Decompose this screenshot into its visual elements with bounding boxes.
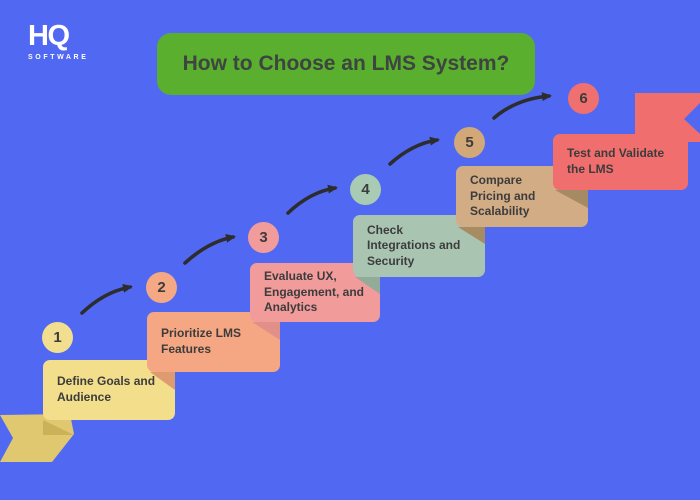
arrow-1-2-icon: [80, 283, 133, 315]
step-number-circle-2: 2: [146, 272, 177, 303]
step-label-4: Check Integrations and Security: [367, 222, 461, 268]
step-label-6: Test and Validate the LMS: [567, 146, 665, 176]
step-number-circle-5: 5: [454, 127, 485, 158]
step-number-4: 4: [361, 181, 370, 198]
step-number-3: 3: [259, 229, 268, 246]
arrow-3-4-icon: [286, 184, 338, 215]
step-card-3: Evaluate UX, Engagement, and Analytics: [250, 263, 380, 322]
step-card-6: Test and Validate the LMS: [553, 134, 688, 190]
step-number-circle-4: 4: [350, 174, 381, 205]
step-number-6: 6: [579, 90, 588, 107]
arrow-4-5-icon: [388, 136, 440, 166]
title-banner: How to Choose an LMS System?: [157, 33, 535, 95]
logo-subtext: SOFTWARE: [28, 54, 89, 61]
step-label-3: Evaluate UX, Engagement, and Analytics: [264, 269, 365, 315]
logo-text: HQ: [28, 20, 70, 52]
step-number-1: 1: [53, 329, 62, 346]
hq-software-logo: HQ SOFTWARE: [28, 20, 89, 62]
step-number-circle-1: 1: [42, 322, 73, 353]
step-number-5: 5: [465, 134, 474, 151]
step-label-1: Define Goals and Audience: [57, 374, 156, 404]
step-card-1: Define Goals and Audience: [43, 360, 175, 420]
arrow-2-3-icon: [183, 233, 236, 265]
start-ribbon: [0, 414, 74, 462]
step-label-5: Compare Pricing and Scalability: [470, 173, 536, 219]
arrow-5-6-icon: [492, 92, 552, 120]
step-number-circle-3: 3: [248, 222, 279, 253]
step-number-2: 2: [157, 279, 166, 296]
page-title: How to Choose an LMS System?: [182, 52, 510, 75]
step-label-2: Prioritize LMS Features: [161, 326, 242, 356]
step-number-circle-6: 6: [568, 83, 599, 114]
